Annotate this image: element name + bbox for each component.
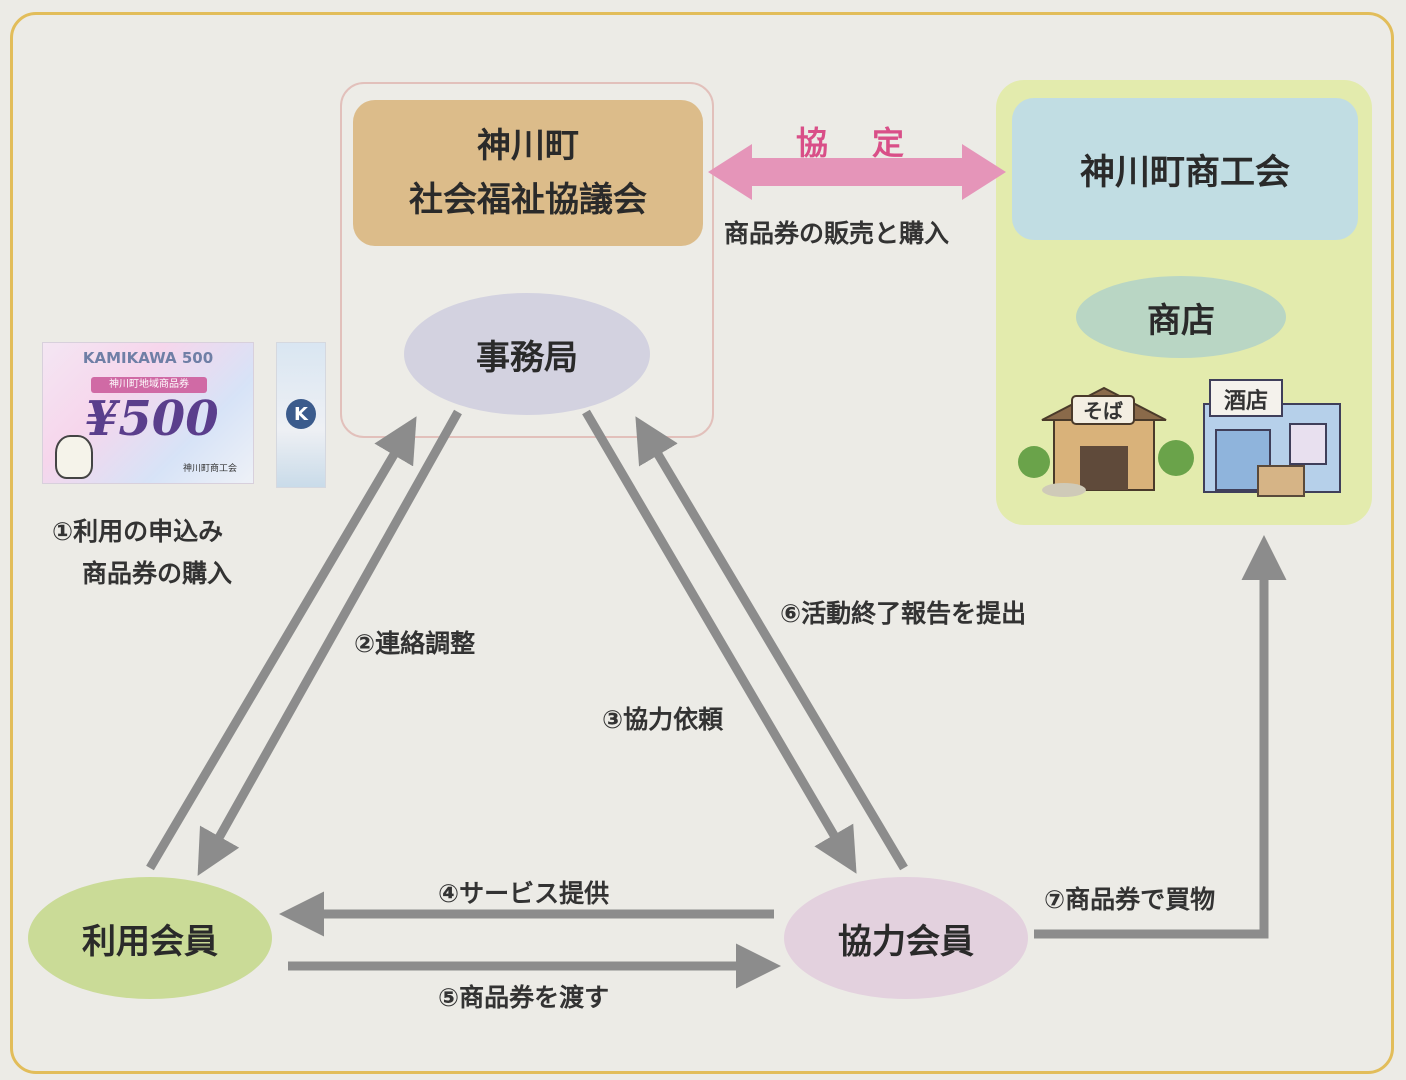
liquor-shop-illustration: 酒店 — [1203, 379, 1341, 497]
council-name-line1: 神川町 — [477, 126, 579, 166]
arrow-report — [635, 416, 908, 871]
arrow-request — [582, 409, 857, 874]
council-name-line2: 社会福祉協議会 — [409, 180, 647, 220]
arrow-shopping — [1034, 535, 1287, 939]
step-2-label: ②連絡調整 — [354, 629, 476, 658]
step-3-label: ③協力依頼 — [602, 705, 724, 734]
mascot-icon — [55, 435, 93, 479]
coop-member-label: 協力会員 — [838, 921, 974, 962]
step-5-label: ⑤商品券を渡す — [438, 983, 610, 1012]
step-1-label: ①利用の申込み — [52, 517, 224, 546]
step-7-label: ⑦商品券で買物 — [1044, 885, 1216, 914]
k-logo-icon: K — [286, 399, 316, 429]
arrow-coordinate — [197, 409, 462, 876]
voucher-issuer: 神川町商工会 — [183, 464, 238, 474]
step-6-label: ⑥活動終了報告を提出 — [780, 599, 1027, 628]
gift-voucher-image: KAMIKAWA 500 神川町地域商品券 ¥500 神川町商工会 — [42, 342, 254, 484]
agreement-label: 協定 — [796, 124, 949, 162]
liquor-sign: 酒店 — [1224, 389, 1268, 414]
commerce-association-box: 神川町商工会 — [1012, 98, 1358, 240]
coop-member-node: 協力会員 — [784, 877, 1028, 999]
council-box: 神川町 社会福祉協議会 — [353, 100, 703, 246]
voucher-value: ¥500 — [85, 391, 219, 447]
user-member-node: 利用会員 — [28, 877, 272, 999]
arrow-apply — [146, 416, 417, 871]
shop-label: 商店 — [1147, 300, 1215, 341]
voucher-stub: K — [276, 342, 326, 488]
voucher-name: KAMIKAWA 500 — [82, 349, 214, 367]
step-1-sub-label: 商品券の購入 — [82, 559, 233, 588]
office-node: 事務局 — [404, 293, 650, 415]
diagram-frame — [10, 12, 1394, 1074]
voucher-subtitle: 神川町地域商品券 — [91, 377, 207, 393]
agreement-double-arrow — [708, 144, 1006, 200]
agreement-subtitle: 商品券の販売と購入 — [724, 219, 950, 248]
shop-node: 商店 — [1076, 276, 1286, 358]
commerce-association-name: 神川町商工会 — [1079, 152, 1290, 193]
step-4-label: ④サービス提供 — [438, 879, 610, 908]
soba-sign: そば — [1083, 399, 1123, 423]
soba-shop-illustration: そば — [1018, 386, 1194, 497]
office-label: 事務局 — [476, 337, 578, 378]
user-member-label: 利用会員 — [82, 921, 218, 962]
